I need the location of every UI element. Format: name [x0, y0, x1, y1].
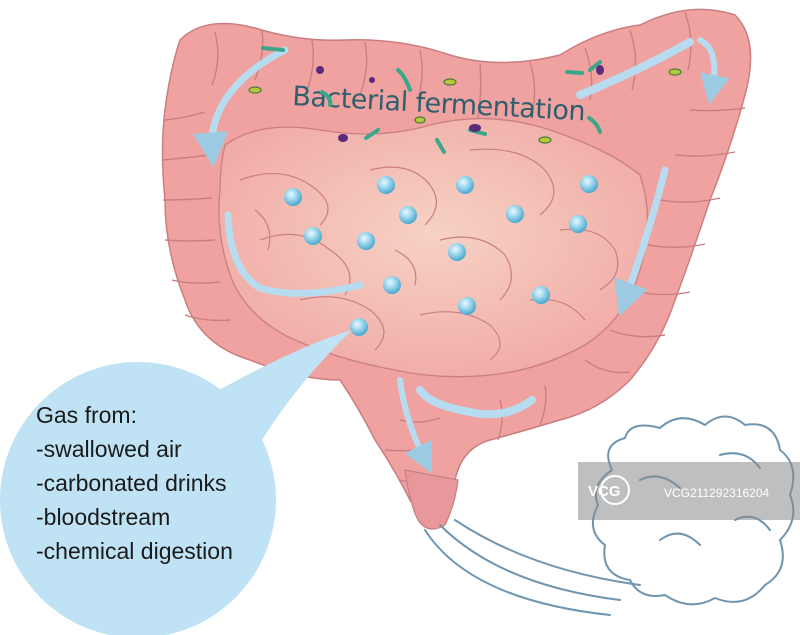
- gas-source-item: -swallowed air: [36, 436, 182, 462]
- bacterium-coccus: [316, 65, 604, 142]
- gas-bubble: [377, 176, 395, 194]
- gas-bubble: [304, 227, 322, 245]
- small-intestine: [218, 117, 649, 378]
- gas-bubbles: [284, 175, 598, 336]
- gas-source-item: -bloodstream: [36, 504, 170, 530]
- watermark-id: VCG211292316204: [664, 486, 770, 500]
- bacteria-group: [248, 46, 682, 154]
- gas-bubble: [350, 318, 368, 336]
- gas-bubble: [580, 175, 598, 193]
- watermark: VCG VCG211292316204: [578, 462, 800, 520]
- gas-sources-heading: Gas from:: [36, 402, 137, 428]
- gas-source-item: -chemical digestion: [36, 538, 233, 564]
- bacterium-flagellate: [248, 68, 682, 144]
- gas-bubble: [284, 188, 302, 206]
- bacterium-rod: [261, 46, 602, 154]
- gas-bubble: [458, 297, 476, 315]
- gas-bubble: [448, 243, 466, 261]
- gas-bubble: [383, 276, 401, 294]
- rectum: [404, 469, 459, 530]
- small-intestine-body: [218, 117, 649, 378]
- gas-bubble: [532, 286, 550, 304]
- flow-arrows: [193, 37, 730, 474]
- gas-bubble: [399, 206, 417, 224]
- callout-pointer: [210, 330, 352, 440]
- gas-bubble: [456, 176, 474, 194]
- gas-sources-callout: Gas from: -swallowed air -carbonated dri…: [0, 330, 352, 635]
- gas-bubble: [569, 215, 587, 233]
- gas-bubble: [357, 232, 375, 250]
- gas-bubble: [506, 205, 524, 223]
- watermark-logo-icon: [600, 475, 630, 505]
- gas-source-item: -carbonated drinks: [36, 470, 227, 496]
- gas-cloud: [591, 415, 795, 606]
- watermark-logo-text: VCG: [588, 483, 621, 500]
- callout-bubble: [0, 362, 276, 635]
